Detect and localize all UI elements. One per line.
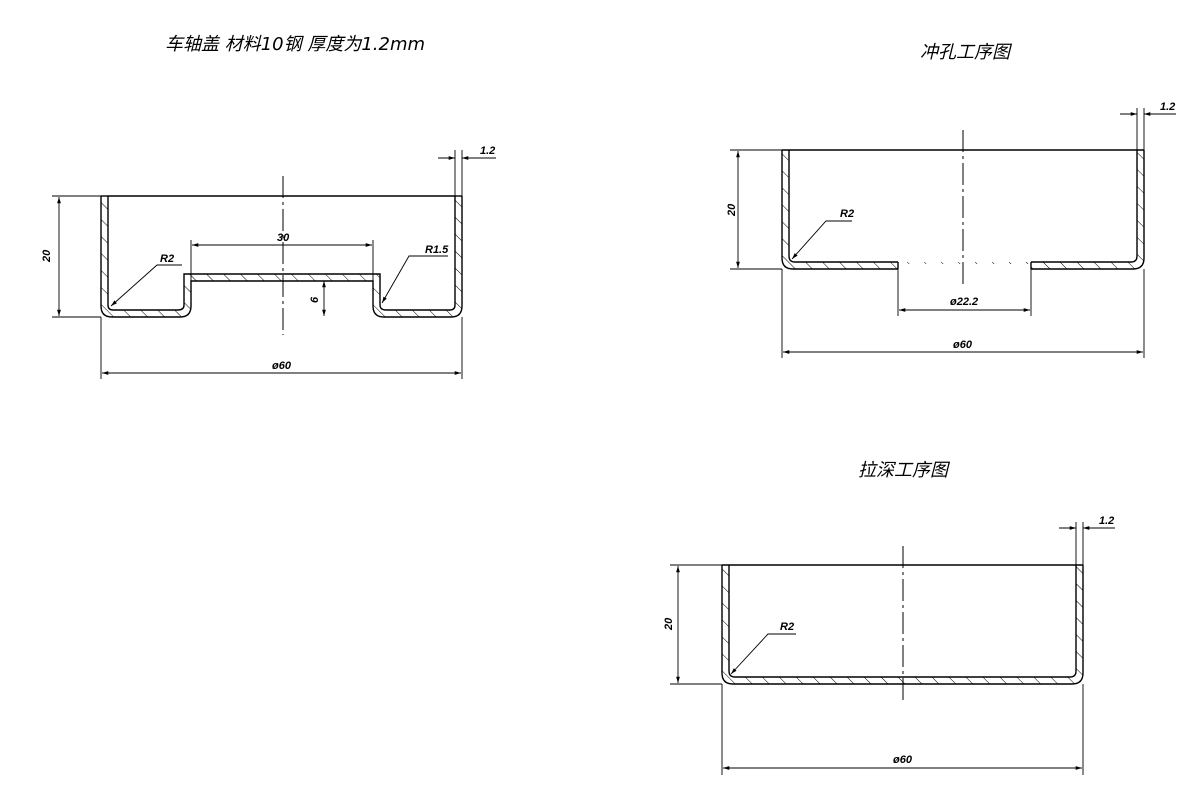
draw-height-label: 20 (663, 617, 675, 631)
part-thickness-label: 1.2 (480, 145, 495, 157)
part-step-label: 6 (309, 296, 321, 303)
part-title: 车轴盖 材料10钢 厚度为1.2mm (165, 34, 425, 55)
punch-thickness-label: 1.2 (1160, 101, 1175, 113)
draw-thickness-label: 1.2 (1099, 515, 1114, 527)
part-radius-left-label: R2 (160, 253, 174, 265)
part-width-label: 30 (277, 232, 290, 244)
draw-view: 20 1.2 R2 ø60 (663, 515, 1115, 775)
draw-radius-label: R2 (780, 621, 794, 633)
punch-hole-label: ø22.2 (950, 296, 978, 308)
draw-diameter-label: ø60 (893, 754, 913, 766)
punch-diameter-label: ø60 (953, 339, 973, 351)
draw-title: 拉深工序图 (858, 460, 951, 481)
part-section (101, 196, 462, 317)
punch-view: 20 1.2 R2 ø22.2 ø60 (726, 101, 1176, 358)
part-height-label: 20 (41, 249, 53, 263)
part-diameter-label: ø60 (272, 360, 292, 372)
punch-title: 冲孔工序图 (920, 42, 1013, 63)
part-radius-right-label: R1.5 (425, 244, 449, 256)
part-view: 20 30 6 1.2 R2 R1.5 ø60 (41, 145, 496, 379)
punch-height-label: 20 (726, 203, 738, 217)
punch-radius-label: R2 (840, 208, 854, 220)
